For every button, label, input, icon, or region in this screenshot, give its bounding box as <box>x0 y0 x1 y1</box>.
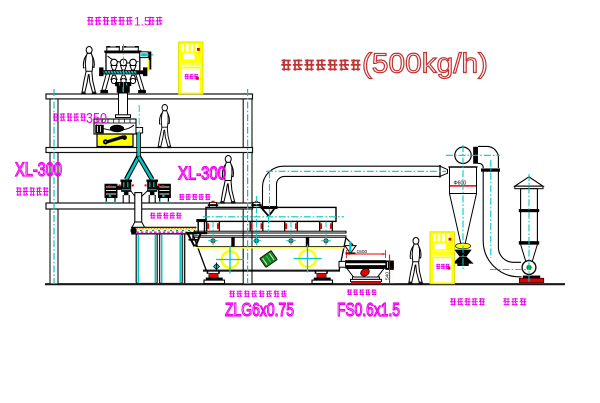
svg-text:FS0.6x1.5: FS0.6x1.5 <box>337 299 400 320</box>
svg-text:540: 540 <box>385 272 391 280</box>
svg-text:Φ600: Φ600 <box>454 181 467 187</box>
svg-text:XL-300: XL-300 <box>15 160 62 181</box>
svg-text:1500: 1500 <box>357 249 368 255</box>
svg-text:1.5: 1.5 <box>134 15 151 29</box>
svg-text:(500kg/h): (500kg/h) <box>362 48 488 79</box>
svg-text:350: 350 <box>86 111 107 127</box>
svg-text:XL-300: XL-300 <box>178 164 226 184</box>
svg-text:ZLG6x0.75: ZLG6x0.75 <box>225 299 294 320</box>
